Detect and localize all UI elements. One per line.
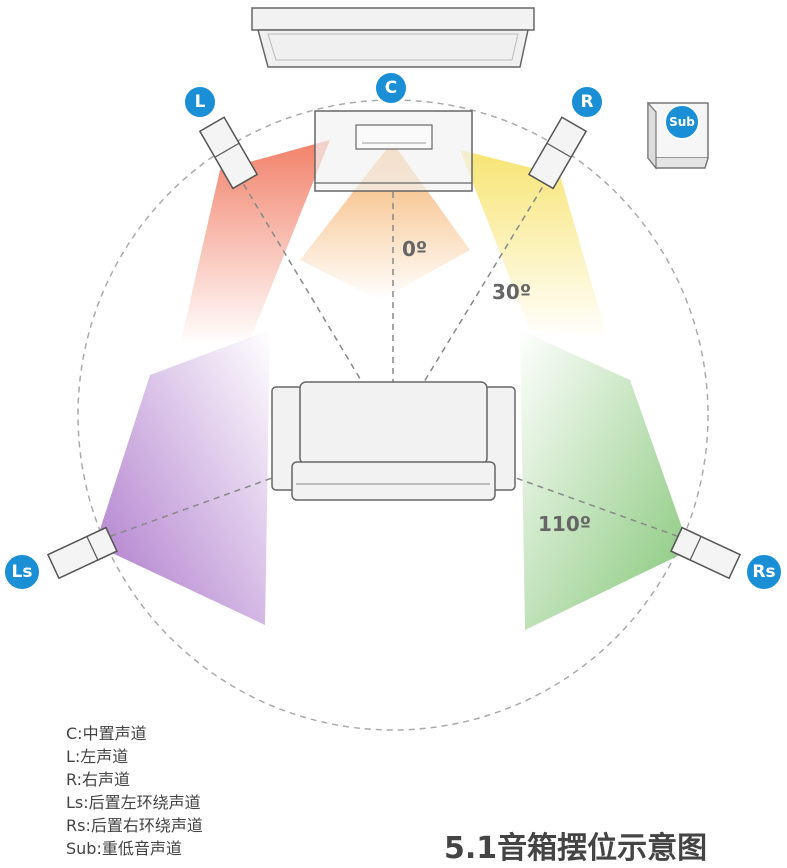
left-surround-speaker (46, 526, 118, 580)
legend-item-center: C:中置声道 (66, 724, 147, 743)
diagram-title: 5.1音箱摆位示意图 (444, 831, 708, 866)
badge-center: C (374, 71, 408, 105)
guide-lines (99, 174, 689, 541)
angle-label-surround: 110º (538, 512, 592, 536)
badge-subwoofer: Sub (664, 104, 700, 140)
tv-cabinet (314, 110, 473, 192)
right-speaker (527, 116, 588, 190)
right-surround-speaker (670, 526, 742, 580)
angle-label-side: 30º (492, 280, 532, 304)
listening-circle (77, 99, 709, 731)
badge-left: L (183, 85, 217, 119)
badge-right: R (570, 85, 604, 119)
legend-item-right-surround: Rs:后置右环绕声道 (66, 816, 203, 835)
legend-item-left-surround: Ls:后置左环绕声道 (66, 793, 201, 812)
badge-left-surround: Ls (3, 553, 41, 591)
legend-item-left: L:左声道 (66, 747, 129, 766)
right-surround-beam (520, 330, 690, 630)
legend-item-right: R:右声道 (66, 770, 131, 789)
center-beam (300, 142, 470, 300)
legend: C:中置声道 L:左声道 R:右声道 Ls:后置左环绕声道 Rs:后置右环绕声道… (66, 722, 203, 860)
left-surround-beam (95, 330, 270, 625)
legend-item-subwoofer: Sub:重低音声道 (66, 839, 182, 858)
sofa (271, 381, 516, 501)
right-beam (460, 150, 608, 340)
left-speaker (198, 116, 259, 190)
left-beam (180, 140, 330, 345)
tv-screen (251, 7, 535, 68)
angle-label-front: 0º (402, 237, 428, 261)
badge-right-surround: Rs (745, 553, 783, 591)
